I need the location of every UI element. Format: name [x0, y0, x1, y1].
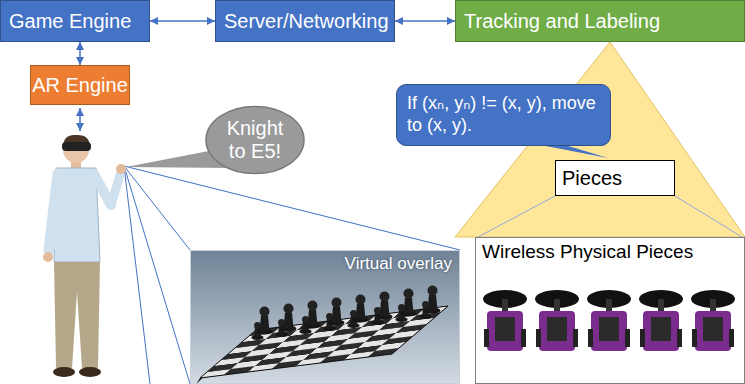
- node-label: Server/Networking: [224, 10, 389, 33]
- ellipse-shape: [206, 106, 304, 173]
- overlay-panel: Virtual overlay: [190, 250, 460, 384]
- process-box: Game Engine: [0, 0, 150, 42]
- node-label: Knight to E5!: [217, 117, 293, 163]
- process-box: Pieces: [555, 160, 675, 196]
- node-label: Pieces: [562, 167, 622, 190]
- process-box: AR Engine: [30, 65, 130, 105]
- callout-bubble: If (xₙ, yₙ) != (x, y), move to (x, y).: [396, 84, 611, 146]
- connector: [478, 196, 742, 237]
- chessboard-render: [190, 250, 460, 384]
- node-label: Tracking and Labeling: [464, 10, 660, 33]
- node-label: Wireless Physical Pieces: [482, 241, 738, 263]
- connector: [150, 20, 215, 22]
- person-figure: [43, 135, 126, 377]
- node-label: Game Engine: [9, 10, 131, 33]
- speech-bubble: Knight to E5!: [205, 105, 305, 175]
- process-box: Server/Networking: [215, 0, 395, 42]
- process-box: Tracking and Labeling: [455, 0, 745, 42]
- hardware-panel: Wireless Physical Pieces: [475, 237, 745, 384]
- connector: [79, 42, 81, 65]
- node-label: AR Engine: [32, 74, 128, 97]
- link-arrow: [79, 108, 81, 131]
- view-lines: [124, 166, 460, 384]
- node-label: Virtual overlay: [198, 254, 452, 274]
- node-label: If (xₙ, yₙ) != (x, y), move to (x, y).: [407, 93, 600, 136]
- robot-pieces: [483, 290, 735, 351]
- connector: [395, 20, 455, 22]
